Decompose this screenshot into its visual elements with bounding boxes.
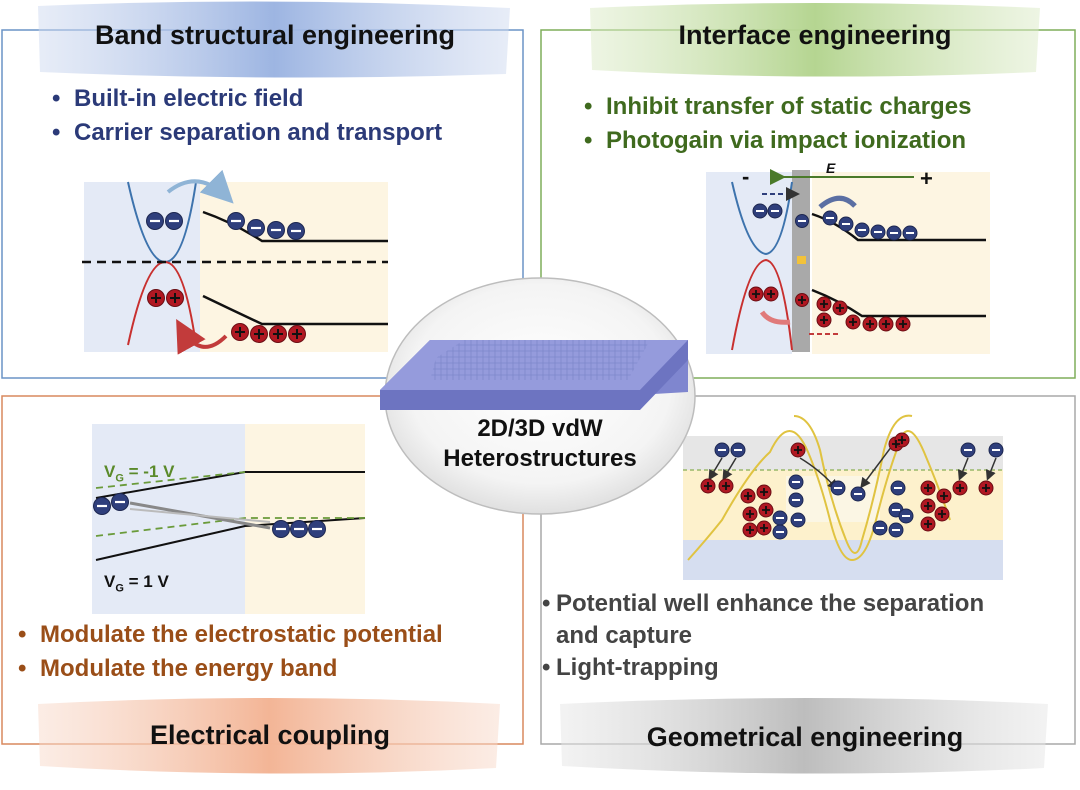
geometrical-bullet: •Potential well enhance the separation [542, 590, 985, 617]
interface-bullet: Photogain via impact ionization [584, 124, 971, 158]
field-plus-sign: + [920, 166, 933, 191]
geometrical-diagram [683, 414, 1004, 580]
field-label: E [826, 160, 836, 176]
electrical-diagram [92, 424, 366, 614]
center-label-line1: 2D/3D vdW [477, 415, 603, 442]
interface-panel-title: Interface engineering [678, 20, 952, 50]
center-heterostructure [380, 277, 696, 515]
interface-diagram [706, 169, 990, 354]
band-bullet: Built-in electric field [52, 82, 442, 116]
electrical-bullets: Modulate the electrostatic potential Mod… [18, 618, 443, 686]
band-diagram [82, 169, 388, 355]
vg-bottom-label: VG = 1 V [104, 572, 169, 595]
band-title-banner [38, 1, 510, 78]
vg-top-label: VG = -1 V [104, 462, 175, 485]
interface-bullet: Inhibit transfer of static charges [584, 90, 971, 124]
band-bullets: Built-in electric field Carrier separati… [52, 82, 442, 150]
band-bullet: Carrier separation and transport [52, 116, 442, 150]
interface-title-banner [590, 3, 1040, 77]
center-label: 2D/3D vdW Heterostructures [395, 414, 685, 474]
electrical-bullet: Modulate the energy band [18, 652, 443, 686]
geometrical-bullet: •Light-trapping [542, 654, 719, 681]
electrical-bullet: Modulate the electrostatic potential [18, 618, 443, 652]
geometrical-title-banner [560, 698, 1048, 774]
field-minus-sign: - [742, 164, 750, 189]
center-label-line2: Heterostructures [443, 445, 637, 472]
electrical-title-banner [38, 698, 500, 774]
electrical-panel-title: Electrical coupling [149, 720, 391, 750]
interface-bullets: Inhibit transfer of static charges Photo… [584, 90, 971, 158]
geometrical-bullets: •Potential well enhance the separation a… [542, 588, 984, 684]
band-panel-title: Band structural engineering [94, 20, 456, 50]
geometrical-bullet-cont: and capture [556, 622, 693, 649]
geometrical-panel-title: Geometrical engineering [646, 722, 964, 752]
